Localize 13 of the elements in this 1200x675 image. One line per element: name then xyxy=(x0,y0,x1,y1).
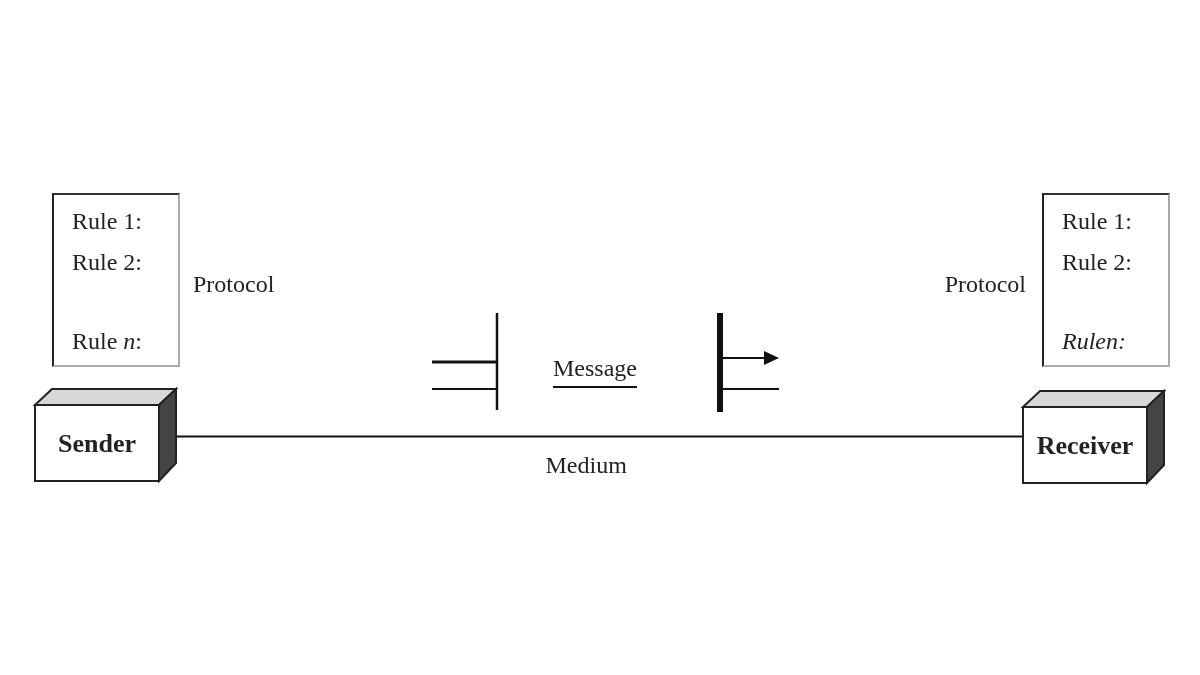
rule-text: Rule 2: xyxy=(72,250,142,274)
rule-text: Rule 1: xyxy=(72,209,142,233)
protocol-label: Protocol xyxy=(193,272,275,296)
rule-list-box xyxy=(1042,193,1170,367)
rule-text: Rule 1: xyxy=(1062,209,1132,233)
protocol-label: Protocol xyxy=(944,272,1026,296)
rule-list-box xyxy=(52,193,180,367)
device-label: Sender xyxy=(57,431,137,457)
device-label: Receiver xyxy=(1035,433,1135,459)
message-label: Message xyxy=(553,356,637,388)
rule-text: Rule 2: xyxy=(1062,250,1132,274)
rule-text: Rulen: xyxy=(1062,329,1126,353)
rule-text: Rule n: xyxy=(72,329,142,353)
